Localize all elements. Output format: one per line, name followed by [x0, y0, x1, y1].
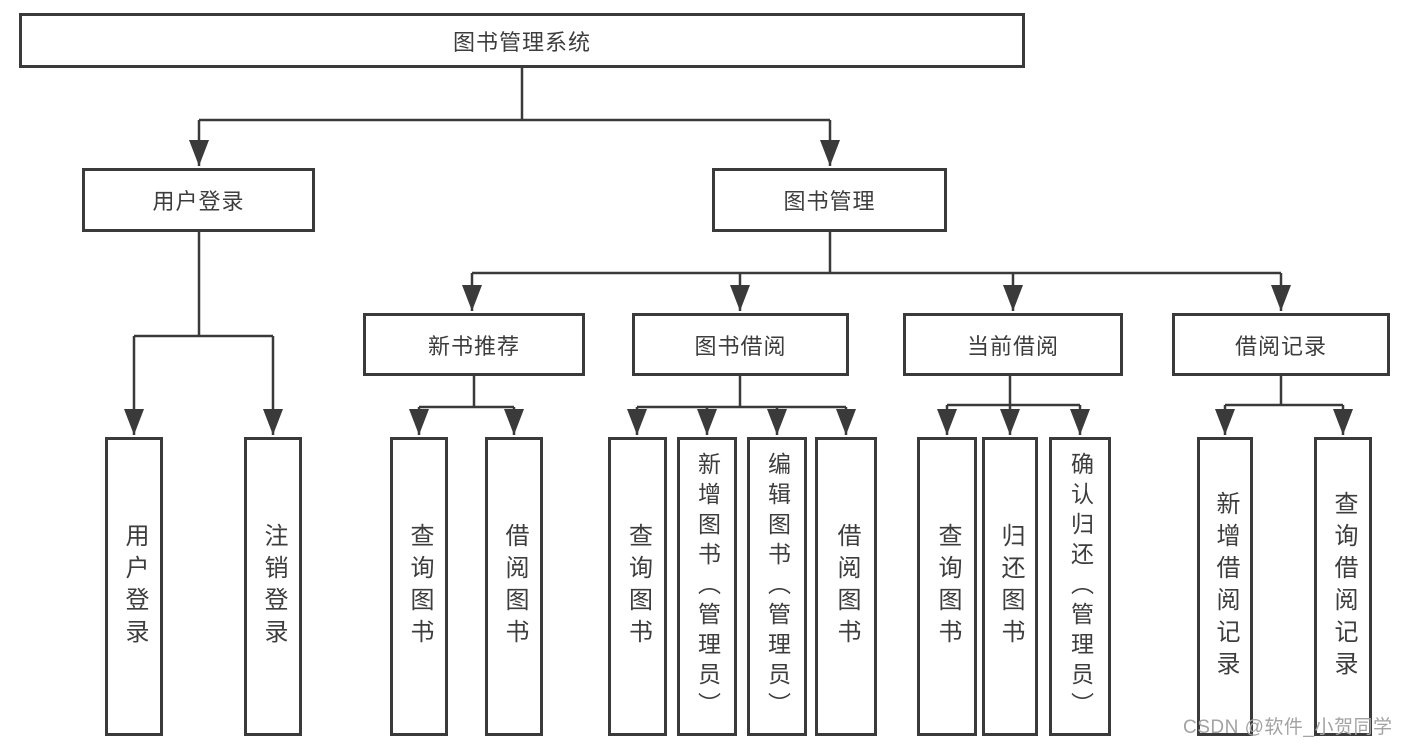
leaf-bb-borrow-books: 借阅图书 [815, 437, 877, 736]
leaf-cb-return-books: 归还图书 [982, 437, 1038, 736]
leaf-user-login: 用户登录 [105, 437, 163, 736]
node-book-management: 图书管理 [712, 168, 947, 232]
node-borrowing-records: 借阅记录 [1172, 313, 1390, 376]
leaf-bb-query-books: 查询图书 [608, 437, 667, 736]
leaf-cb-confirm-return-admin: 确认归还（管理员） [1049, 437, 1111, 736]
node-book-borrowing: 图书借阅 [632, 313, 849, 376]
leaf-br-add-record: 新增借阅记录 [1197, 437, 1253, 736]
leaf-bb-edit-books-admin: 编辑图书（管理员） [747, 437, 807, 736]
leaf-br-query-record: 查询借阅记录 [1314, 437, 1372, 736]
leaf-bb-add-books-admin: 新增图书（管理员） [677, 437, 737, 736]
leaf-nb-query-books: 查询图书 [390, 437, 448, 736]
node-new-book-recommendation: 新书推荐 [363, 313, 585, 376]
leaf-nb-borrow-books: 借阅图书 [485, 437, 543, 736]
leaf-logout-login: 注销登录 [244, 437, 302, 736]
node-user-login: 用户登录 [82, 168, 315, 232]
node-library-management-system: 图书管理系统 [19, 13, 1025, 68]
csdn-watermark: CSDN @软件_小贺同学 [1183, 717, 1393, 738]
leaf-cb-query-books: 查询图书 [917, 437, 977, 736]
node-current-borrowing: 当前借阅 [903, 313, 1123, 376]
